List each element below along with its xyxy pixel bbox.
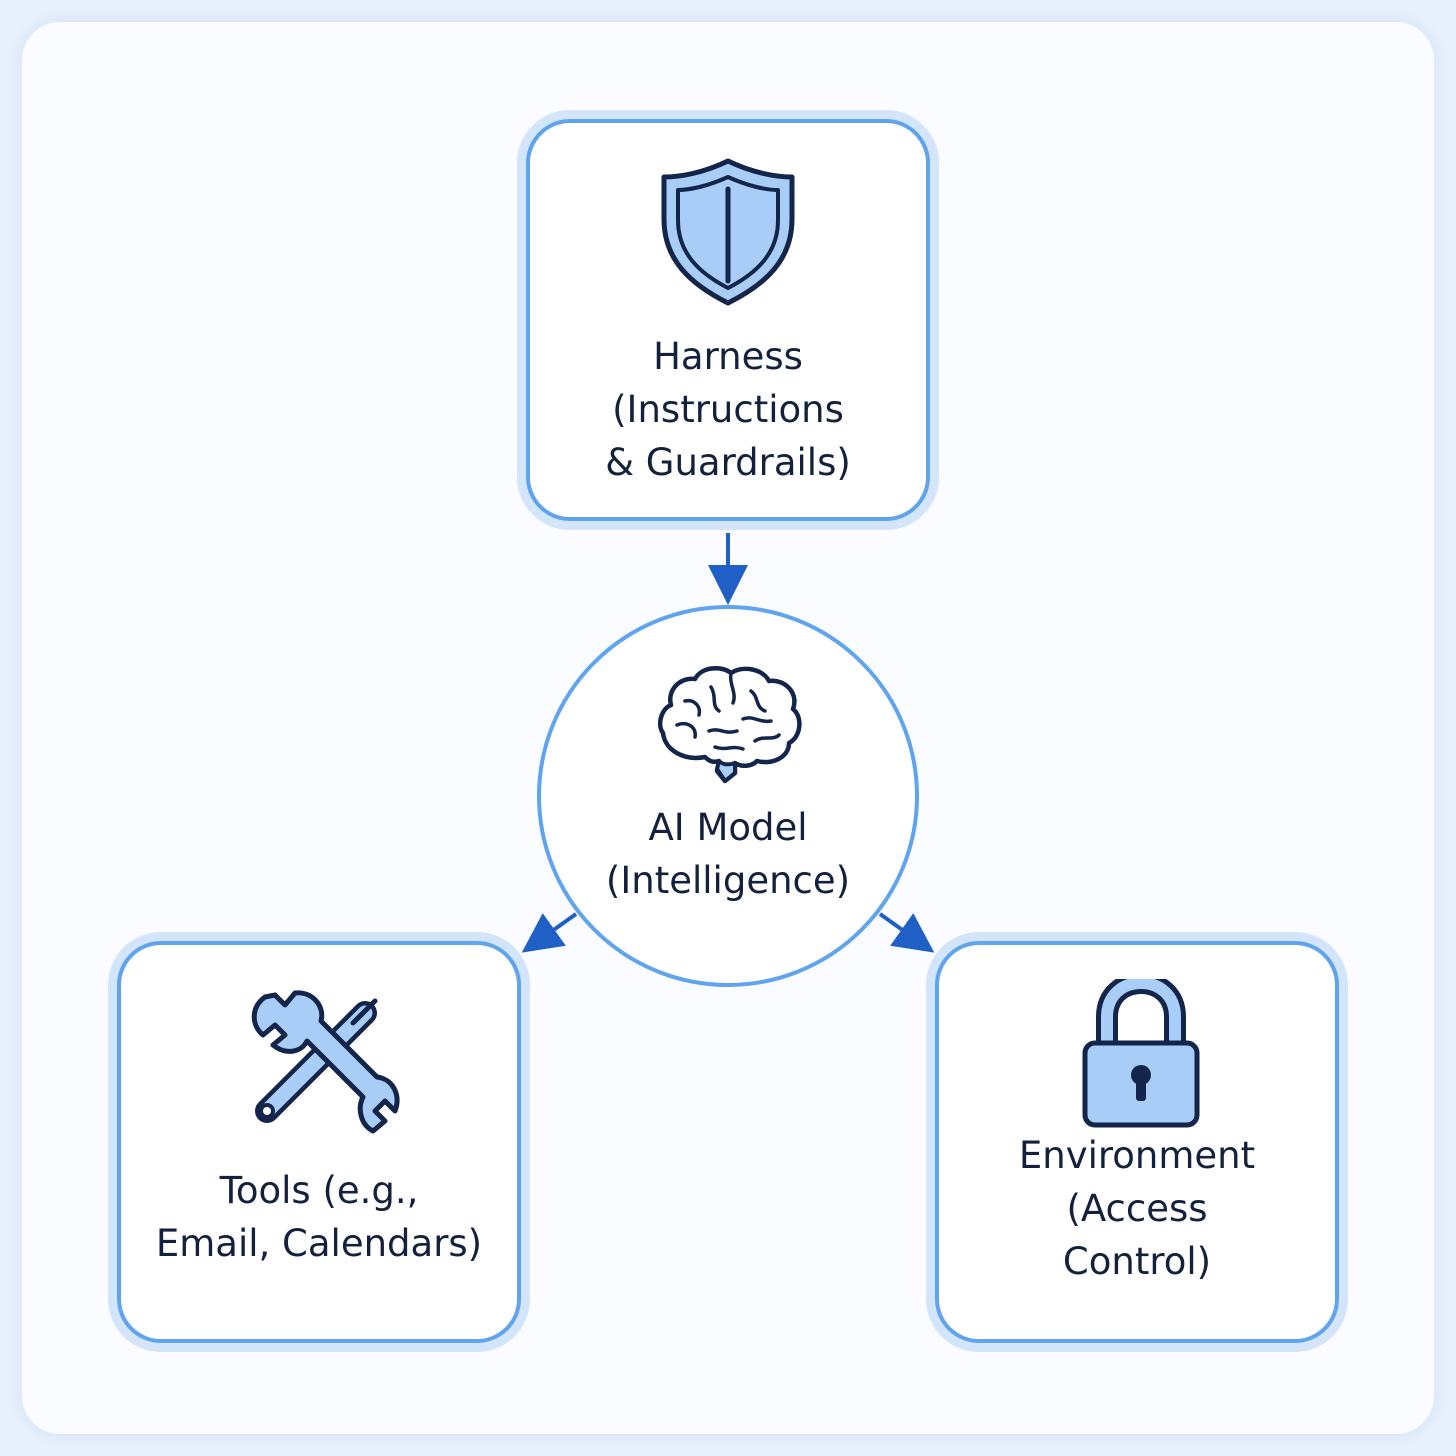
shield-icon	[661, 158, 795, 306]
environment-node: Environment (Access Control)	[935, 941, 1339, 1343]
tools-label: Tools (e.g., Email, Calendars)	[155, 1169, 483, 1265]
padlock-icon	[1082, 979, 1200, 1128]
harness-node: Harness (Instructions & Guardrails)	[526, 119, 930, 521]
ai-model-label: AI Model (Intelligence)	[605, 806, 851, 902]
brain-icon	[658, 665, 802, 784]
ai-model-node: AI Model (Intelligence)	[537, 605, 919, 987]
environment-label: Environment (Access Control)	[1018, 1134, 1256, 1283]
wrench-screwdriver-icon	[251, 990, 400, 1134]
harness-label: Harness (Instructions & Guardrails)	[605, 335, 851, 484]
tools-node: Tools (e.g., Email, Calendars)	[117, 941, 521, 1343]
